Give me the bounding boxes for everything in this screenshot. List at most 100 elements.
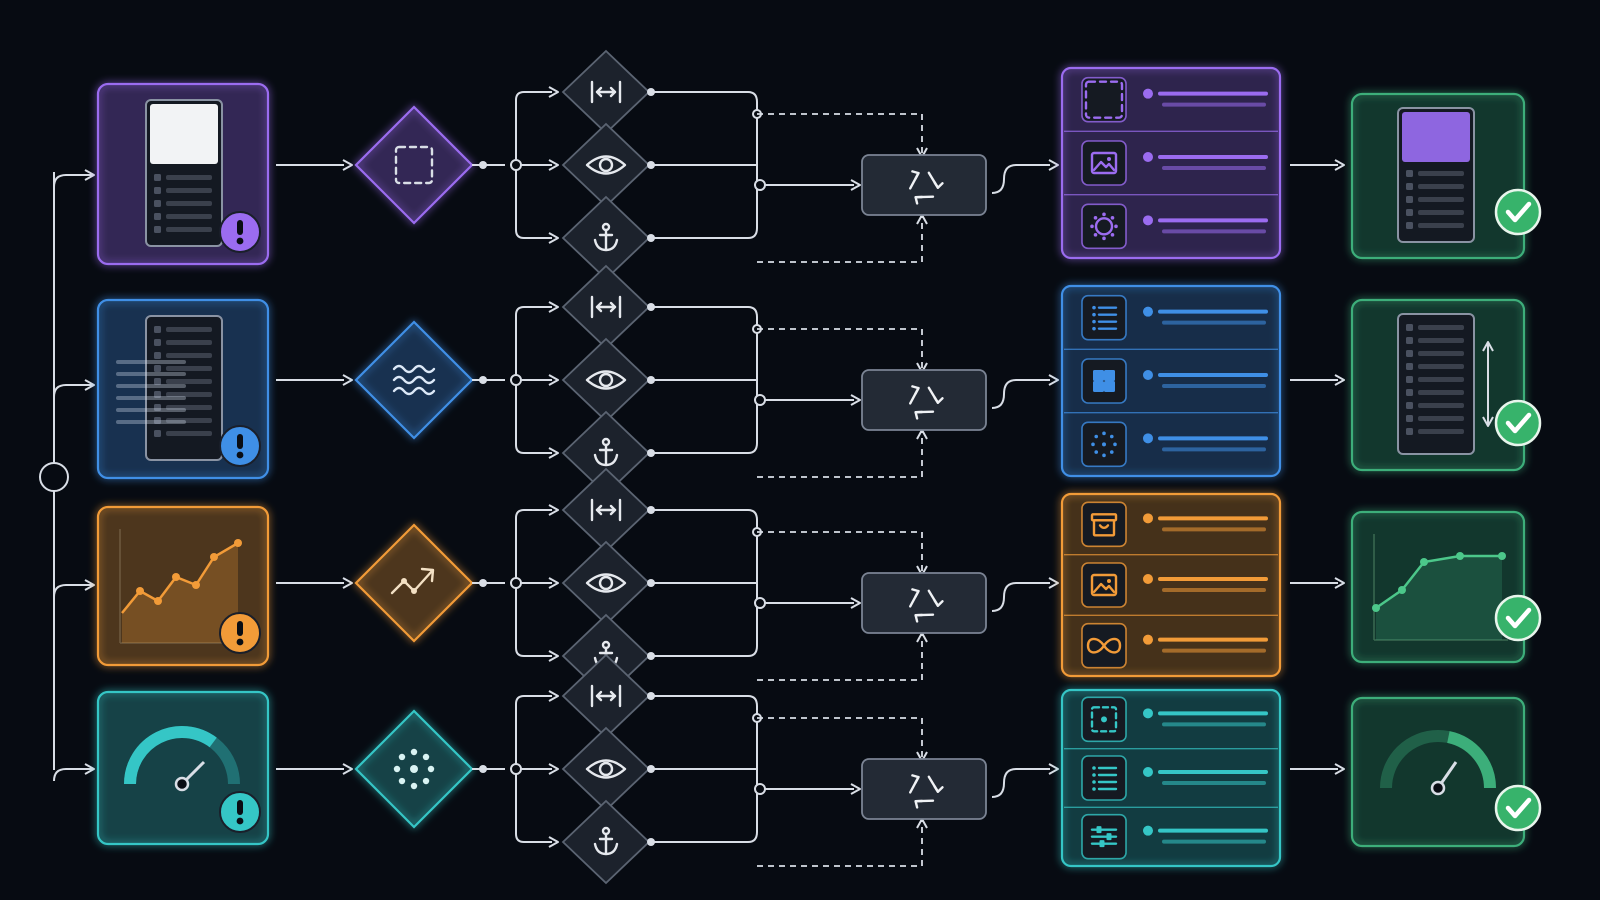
lane-layout: [96, 49, 1542, 281]
list-bar-primary: [1158, 637, 1268, 642]
branch-diamond: [561, 337, 651, 423]
list-bar-secondary: [1162, 229, 1266, 234]
arrowhead: [1482, 416, 1494, 427]
arrowhead: [548, 232, 559, 244]
list-icon-tile: [1081, 76, 1127, 123]
list-bar-secondary: [1162, 781, 1266, 785]
branch-wire: [515, 774, 552, 843]
lane-performance: [96, 653, 1542, 885]
list-bullet: [1143, 370, 1153, 380]
chart-point: [210, 553, 218, 561]
wireframe-page-highlighted-icon: [1397, 107, 1475, 243]
row-line: [1418, 351, 1464, 356]
row-line: [1418, 429, 1464, 434]
list-bar-primary: [1158, 155, 1268, 159]
merge-node: [754, 597, 766, 609]
branch-wire: [515, 170, 552, 239]
chart-point: [136, 587, 144, 595]
row-marker: [1406, 196, 1413, 203]
row-marker: [1406, 222, 1413, 229]
fan-dot: [479, 161, 487, 169]
recycle-box: [861, 154, 987, 216]
arrowhead: [1048, 374, 1059, 386]
motion-streak: [116, 396, 186, 400]
output-card: [1350, 510, 1526, 664]
row-line: [166, 327, 212, 332]
recycle-icon: [909, 385, 944, 420]
decision-diamond: [354, 523, 474, 643]
row-line: [1418, 364, 1464, 369]
list-bullet: [1143, 767, 1153, 777]
list-bullet: [1143, 433, 1153, 444]
list-bar-primary: [1158, 711, 1268, 716]
row-marker: [154, 339, 161, 346]
row-marker: [1406, 415, 1413, 422]
dashed-square-icon: [1084, 80, 1124, 119]
feedback-loop-bottom: [757, 635, 923, 681]
output-card: [1350, 696, 1526, 848]
fan-node: [510, 763, 522, 775]
row-marker: [1406, 389, 1413, 396]
wireframe-page-scroll-icon: [1397, 313, 1494, 455]
chart-point: [172, 573, 180, 581]
feedback-loop-top: [757, 113, 923, 155]
eye-icon: [585, 759, 627, 779]
list-bullet: [1143, 88, 1153, 99]
arrowhead: [1334, 577, 1345, 589]
feedback-loop-top: [757, 717, 923, 759]
chart-point: [192, 581, 200, 589]
branch-wire: [515, 385, 552, 454]
bus-branch-3: [53, 584, 92, 598]
arrowhead: [84, 169, 95, 181]
row-marker: [154, 226, 161, 233]
lane-motion: [96, 264, 1542, 496]
fan-node: [510, 374, 522, 386]
list-bar-primary: [1158, 828, 1268, 833]
list-bar-primary: [1158, 770, 1268, 774]
list-bullet: [1143, 634, 1153, 645]
width-arrows-icon: [590, 684, 622, 708]
gauge-hub: [174, 776, 190, 792]
row-line: [166, 431, 212, 436]
arrowhead: [548, 650, 559, 662]
recycle-to-list-wire: [991, 582, 1050, 612]
list-bar-secondary: [1162, 648, 1266, 653]
row-line: [166, 405, 212, 410]
recycle-to-list-wire: [991, 768, 1050, 798]
merge-node: [754, 179, 766, 191]
width-arrows-icon: [590, 498, 622, 522]
recycle-to-list-wire: [991, 379, 1050, 409]
infinity-icon: [1086, 637, 1122, 654]
decision-diamond: [354, 105, 474, 225]
eye-icon: [585, 370, 627, 390]
list-bar-secondary: [1162, 384, 1266, 388]
arrowhead: [342, 577, 353, 589]
arrowhead: [850, 783, 861, 795]
row-marker: [1406, 402, 1413, 409]
list-icon-tile: [1081, 294, 1127, 341]
gear-circle-icon: [1090, 212, 1118, 241]
arrowhead: [84, 579, 95, 591]
chart-point: [1398, 586, 1406, 594]
row-marker: [154, 378, 161, 385]
recycle-to-list-wire: [991, 164, 1050, 194]
list-bar-secondary: [1162, 320, 1266, 325]
feedback-loop-top: [757, 531, 923, 573]
arrowhead: [548, 301, 559, 313]
row-line: [166, 379, 212, 384]
gauge-fill: [1446, 731, 1496, 789]
check-badge-icon: [1494, 784, 1542, 832]
bus-branch-4: [53, 768, 92, 782]
row-marker: [154, 417, 161, 424]
fan-node: [510, 577, 522, 589]
motion-streak: [116, 420, 186, 424]
chart-point: [1498, 552, 1506, 560]
branch-wire: [515, 695, 552, 764]
arrowhead: [850, 597, 861, 609]
gauge-fill: [124, 726, 217, 785]
chart-point: [1420, 558, 1428, 566]
list-bullet: [1143, 708, 1153, 719]
row-line: [1418, 416, 1464, 421]
arrowhead: [1048, 763, 1059, 775]
